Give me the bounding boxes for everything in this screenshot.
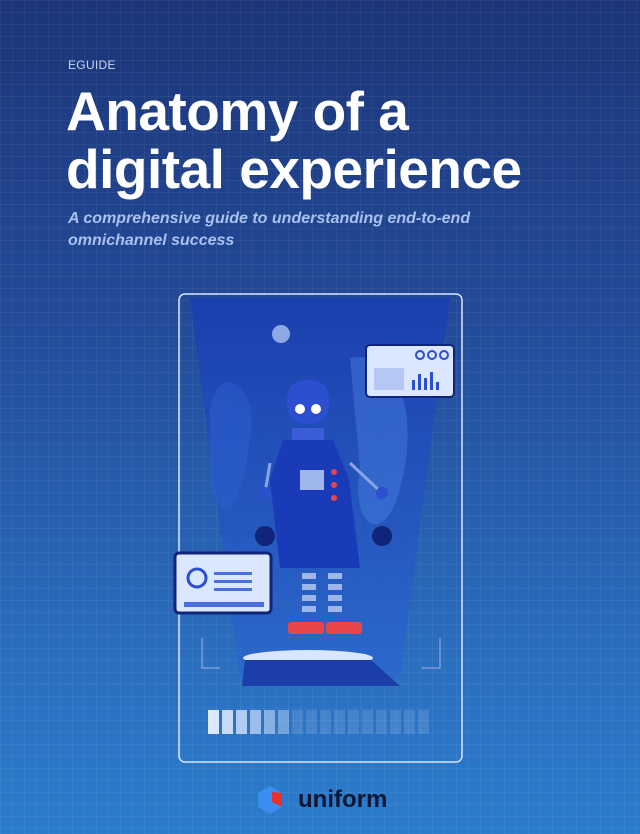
progress-segment [362,710,373,734]
subtitle: A comprehensive guide to understanding e… [68,210,471,249]
robot-head [287,380,329,424]
uniform-logo-icon [258,786,282,814]
title-line-1: Anatomy of a [66,80,409,142]
progress-segment [390,710,401,734]
eyebrow-label: EGUIDE [68,58,116,72]
phone-frame [178,293,463,763]
progress-segment [348,710,359,734]
progress-segment [404,710,415,734]
progress-segment [278,710,289,734]
progress-segment [306,710,317,734]
progress-bar [208,710,429,734]
progress-segment [236,710,247,734]
robot-illustration [173,293,463,763]
progress-segment [376,710,387,734]
progress-segment [334,710,345,734]
brand-name: uniform [298,786,388,813]
title-line-2: digital experience [66,138,522,200]
progress-segment [320,710,331,734]
progress-segment [418,710,429,734]
robot-foot [288,622,324,634]
progress-segment [264,710,275,734]
moon-circle [272,325,290,343]
progress-segment [222,710,233,734]
blob [350,357,408,525]
progress-segment [292,710,303,734]
progress-segment [208,710,219,734]
pedestal [242,660,400,686]
uniform-logo: uniform [256,784,387,816]
progress-segment [250,710,261,734]
page-title: Anatomy of a digital experience [66,82,522,198]
robot-body [270,440,360,568]
